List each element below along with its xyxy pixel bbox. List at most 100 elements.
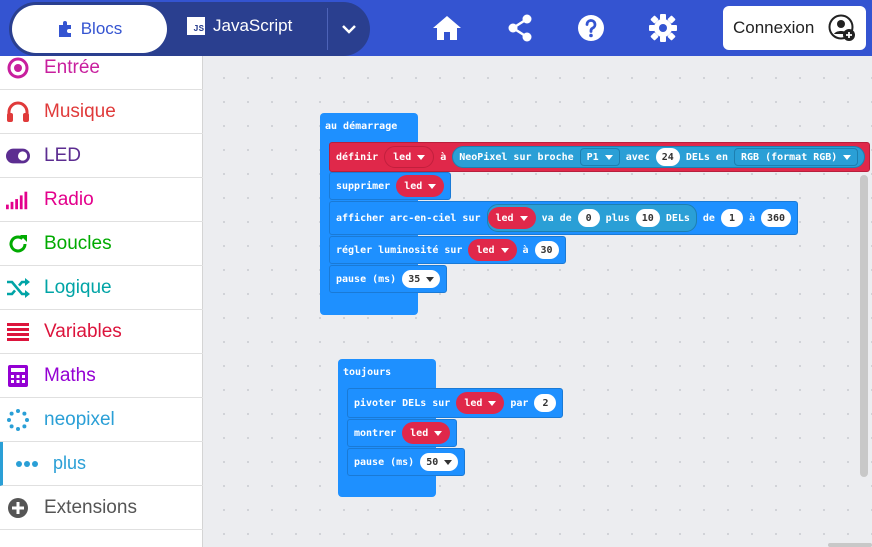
category-led-label: LED (44, 144, 81, 166)
dropdown-arrow-icon (428, 183, 437, 189)
category-logic-label: Logique (44, 276, 112, 298)
category-radio[interactable]: Radio (0, 178, 203, 222)
dropdown-arrow-icon (500, 247, 509, 253)
strip-variable-dropdown[interactable]: led (468, 239, 517, 261)
to-label: à (748, 212, 755, 224)
hue-start-input[interactable]: 1 (720, 209, 743, 227)
category-loops[interactable]: Boucles (0, 222, 203, 266)
pause-block[interactable]: pause (ms) 35 (329, 265, 448, 293)
strip-variable-dropdown[interactable]: led (487, 207, 536, 229)
dropdown-arrow-icon (444, 459, 453, 465)
category-music[interactable]: Musique (0, 90, 203, 134)
category-loops-label: Boucles (44, 232, 112, 254)
category-logic[interactable]: Logique (0, 266, 203, 310)
rotate-offset-input[interactable]: 2 (534, 394, 557, 412)
category-variables[interactable]: Variables (0, 310, 203, 354)
dropdown-arrow-icon (426, 276, 435, 282)
horizontal-scrollbar[interactable] (828, 543, 872, 547)
category-input-label: Entrée (44, 56, 100, 78)
range-block[interactable]: led va de 0 plus 10 DELs (486, 204, 697, 232)
set-brightness-block[interactable]: régler luminosité sur led à 30 (329, 236, 566, 264)
range-length-input[interactable]: 10 (635, 209, 660, 227)
variable-name: led (404, 180, 423, 192)
category-extensions[interactable]: Extensions (0, 486, 203, 530)
show-rainbow-block[interactable]: afficher arc-en-ciel sur led va de 0 plu… (329, 201, 799, 235)
color-mode-dropdown[interactable]: RGB (format RGB) (733, 148, 859, 166)
neopixel-create-block[interactable]: NeoPixel sur broche P1 avec 24 DELs en R… (452, 146, 866, 168)
plus-circle-icon (6, 496, 30, 520)
login-label: Connexion (733, 18, 815, 37)
brightness-input[interactable]: 30 (534, 241, 559, 259)
input-icon (6, 56, 30, 80)
toolbox: Entrée Musique LED Radio Boucles Logique… (0, 56, 203, 547)
help-button[interactable] (575, 12, 607, 44)
category-neopixel-more[interactable]: plus (0, 442, 203, 486)
strip-variable-dropdown[interactable]: led (384, 146, 435, 168)
range-start-input[interactable]: 0 (577, 209, 600, 227)
home-button[interactable] (431, 12, 463, 44)
pause-value: 50 (426, 456, 439, 468)
category-maths-label: Maths (44, 364, 96, 386)
pause-duration-dropdown[interactable]: 50 (420, 453, 459, 471)
dropdown-arrow-icon (604, 154, 613, 160)
javascript-tab-label: JavaScript (213, 16, 293, 35)
language-dropdown-button[interactable] (334, 16, 364, 42)
with-label: avec (625, 151, 650, 163)
pause-duration-dropdown[interactable]: 35 (402, 270, 441, 288)
on-start-label: au démarrage (325, 121, 398, 132)
shuffle-icon (6, 276, 30, 300)
variable-name: led (393, 151, 412, 163)
editor-toggle: Blocs JS JavaScript (9, 2, 370, 56)
category-radio-label: Radio (44, 188, 94, 210)
by-label: par (510, 397, 529, 409)
login-button[interactable]: Connexion (723, 6, 866, 50)
strip-variable-dropdown[interactable]: led (396, 175, 445, 197)
calculator-icon (6, 364, 30, 388)
category-input[interactable]: Entrée (0, 46, 203, 90)
vertical-scrollbar[interactable] (860, 175, 868, 477)
help-icon (578, 15, 604, 41)
category-maths[interactable]: Maths (0, 354, 203, 398)
to-label: à (522, 244, 529, 256)
javascript-icon: JS (187, 17, 205, 35)
rotate-label: pivoter DELs sur (354, 397, 451, 409)
pin-value: P1 (586, 151, 599, 163)
settings-button[interactable] (647, 12, 679, 44)
user-add-icon (828, 14, 855, 41)
share-icon (508, 14, 532, 42)
variable-name: led (476, 244, 495, 256)
share-button[interactable] (504, 12, 536, 44)
led-count-input[interactable]: 24 (655, 148, 680, 166)
category-neopixel-label: neopixel (44, 408, 115, 430)
category-variables-label: Variables (44, 320, 122, 342)
blocks-workspace[interactable] (204, 56, 872, 547)
blocks-tab[interactable]: Blocs (12, 5, 167, 53)
blocks-tab-label: Blocs (80, 19, 123, 38)
pause-block[interactable]: pause (ms) 50 (347, 448, 466, 476)
show-block[interactable]: montrer led (347, 419, 458, 447)
from-label: de (702, 212, 715, 224)
range-from-label: va de (541, 212, 572, 224)
variable-name: led (410, 427, 429, 439)
category-led[interactable]: LED (0, 134, 203, 178)
strip-variable-dropdown[interactable]: led (402, 422, 451, 444)
set-strip-label: définir (336, 151, 379, 163)
list-icon (6, 320, 30, 344)
rotate-block[interactable]: pivoter DELs sur led par 2 (347, 388, 564, 418)
dropdown-arrow-icon (434, 430, 443, 436)
category-music-label: Musique (44, 100, 116, 122)
top-bar: Blocs JS JavaScript Connexion (0, 0, 872, 56)
dropdown-arrow-icon (417, 154, 426, 160)
pin-dropdown[interactable]: P1 (579, 148, 620, 166)
pause-label: pause (ms) (336, 273, 397, 285)
clear-block[interactable]: supprimer led (329, 172, 452, 200)
refresh-icon (6, 232, 30, 256)
plus-label: plus (605, 212, 630, 224)
hue-end-input[interactable]: 360 (760, 209, 792, 227)
pause-value: 35 (408, 273, 421, 285)
set-strip-block[interactable]: définir led à NeoPixel sur broche P1 ave… (329, 142, 871, 172)
javascript-tab[interactable]: JS JavaScript (187, 16, 292, 36)
strip-variable-dropdown[interactable]: led (456, 392, 505, 414)
category-neopixel[interactable]: neopixel (0, 398, 203, 442)
category-neopixel-more-label: plus (53, 453, 87, 473)
